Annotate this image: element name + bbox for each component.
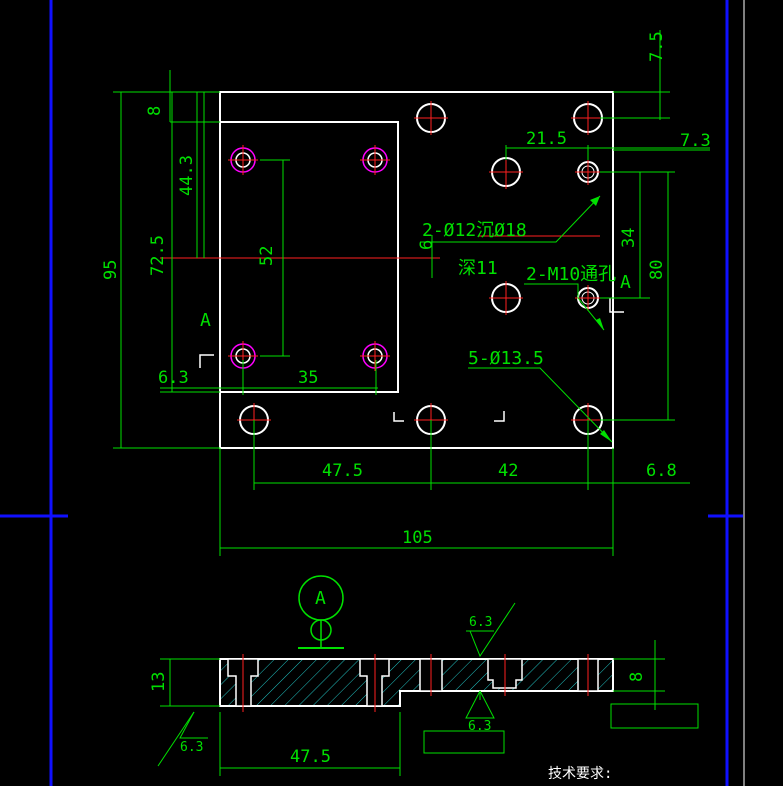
dim-35: 35 <box>298 368 318 388</box>
dimension-lines <box>113 30 710 556</box>
dim-105: 105 <box>402 528 433 548</box>
dim-42: 42 <box>498 461 518 481</box>
section-label-a-left: A <box>200 310 211 331</box>
section-markers <box>199 298 624 422</box>
section-bubble-label: A <box>315 588 326 609</box>
counterbore-hole-top-left <box>228 145 258 175</box>
dim-80: 80 <box>647 260 667 280</box>
note-thread: 2-M10通孔 <box>526 264 616 285</box>
dim-52: 52 <box>257 246 277 266</box>
counterbore-hole-bottom-right <box>360 341 390 371</box>
counterbore-hole-mid-upper <box>489 155 523 189</box>
thread-hole-lower <box>575 285 601 311</box>
center-lines <box>160 235 600 259</box>
dim-47-5: 47.5 <box>322 461 363 481</box>
roughness-mid: 6.3 <box>468 719 491 734</box>
dim-7-5: 7.5 <box>647 31 667 62</box>
through-hole-top-right <box>571 101 605 135</box>
section-dim-13: 13 <box>149 672 169 692</box>
section-dim-47-5: 47.5 <box>290 747 331 767</box>
dim-6-8: 6.8 <box>646 461 677 481</box>
dim-6-3: 6.3 <box>158 368 189 388</box>
note-counterbore: 2-Ø12沉Ø18 <box>422 220 527 241</box>
section-view: A 13 8 47.5 6.3 6.3 <box>149 575 699 776</box>
technical-requirements: 技术要求: <box>548 766 612 782</box>
dim-8: 8 <box>145 106 165 116</box>
roughness-left: 6.3 <box>180 740 203 755</box>
dim-34: 34 <box>619 228 639 248</box>
arrowheads <box>590 196 612 442</box>
note-depth: 深11 <box>458 258 498 279</box>
dim-21-5: 21.5 <box>526 129 567 149</box>
plan-notes: 2-Ø12沉Ø18 深11 2-M10通孔 5-Ø13.5 A A <box>200 220 631 369</box>
dim-95: 95 <box>101 260 121 280</box>
plan-view-outline <box>219 91 614 449</box>
dim-6: 6 <box>417 240 437 250</box>
section-label-a-right: A <box>620 272 631 293</box>
dim-72-5: 72.5 <box>148 235 168 276</box>
counterbore-hole-mid-lower <box>489 281 523 315</box>
drawing-frame <box>0 0 743 786</box>
counterbore-hole-top-right <box>360 145 390 175</box>
roughness-top: 6.3 <box>469 615 492 630</box>
dim-44-3: 44.3 <box>177 155 197 196</box>
section-dim-8: 8 <box>627 672 647 682</box>
dim-7-3: 7.3 <box>680 131 711 151</box>
thread-hole-upper <box>575 159 601 185</box>
through-hole-top-mid <box>414 101 448 135</box>
note-holes: 5-Ø13.5 <box>468 348 544 369</box>
plan-dimension-texts: 7.5 8 44.3 72.5 95 52 6.3 35 21.5 7.3 34… <box>101 31 711 548</box>
